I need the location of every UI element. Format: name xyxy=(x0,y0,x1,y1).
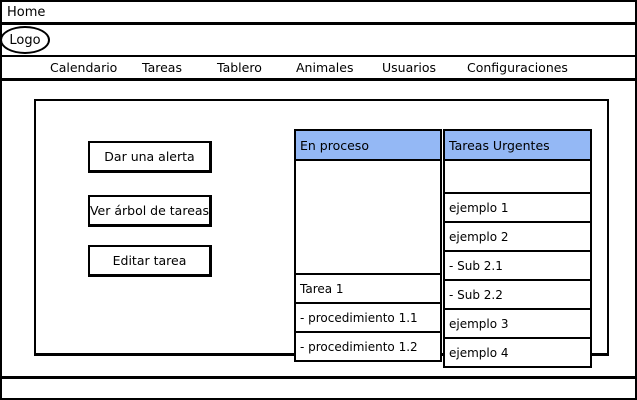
logo-label: Logo xyxy=(9,32,41,48)
urgent-empty-row xyxy=(443,161,592,194)
list-item[interactable]: ejemplo 1 xyxy=(443,194,592,223)
list-item[interactable]: ejemplo 3 xyxy=(443,310,592,339)
alert-button[interactable]: Dar una alerta xyxy=(88,141,212,173)
in-progress-header: En proceso xyxy=(294,129,442,161)
in-progress-empty-area xyxy=(294,161,442,275)
list-item[interactable]: Tarea 1 xyxy=(294,275,442,304)
nav-item-calendario[interactable]: Calendario xyxy=(50,60,118,75)
in-progress-column: En proceso Tarea 1 - procedimiento 1.1 -… xyxy=(294,129,442,362)
nav-item-usuarios[interactable]: Usuarios xyxy=(382,60,437,75)
nav-item-tablero[interactable]: Tablero xyxy=(217,60,262,75)
title-bar-label: Home xyxy=(7,5,46,20)
nav-item-animales[interactable]: Animales xyxy=(296,60,354,75)
urgent-header: Tareas Urgentes xyxy=(443,129,592,161)
list-item[interactable]: - procedimiento 1.1 xyxy=(294,304,442,333)
list-item[interactable]: - procedimiento 1.2 xyxy=(294,333,442,362)
footer xyxy=(0,376,637,400)
list-item[interactable]: ejemplo 2 xyxy=(443,223,592,252)
edit-task-button[interactable]: Editar tarea xyxy=(88,245,212,277)
logo[interactable]: Logo xyxy=(0,26,50,54)
list-item[interactable]: ejemplo 4 xyxy=(443,339,592,368)
main-nav: Calendario Tareas Tablero Animales Usuar… xyxy=(0,55,637,81)
content-area xyxy=(0,81,637,376)
logo-row xyxy=(0,25,637,55)
list-item[interactable]: - Sub 2.2 xyxy=(443,281,592,310)
task-tree-button[interactable]: Ver árbol de tareas xyxy=(88,195,212,227)
title-bar: Home xyxy=(0,0,637,25)
nav-item-configuraciones[interactable]: Configuraciones xyxy=(467,60,568,75)
list-item[interactable]: - Sub 2.1 xyxy=(443,252,592,281)
nav-item-tareas[interactable]: Tareas xyxy=(142,60,182,75)
urgent-column: Tareas Urgentes ejemplo 1 ejemplo 2 - Su… xyxy=(443,129,592,368)
